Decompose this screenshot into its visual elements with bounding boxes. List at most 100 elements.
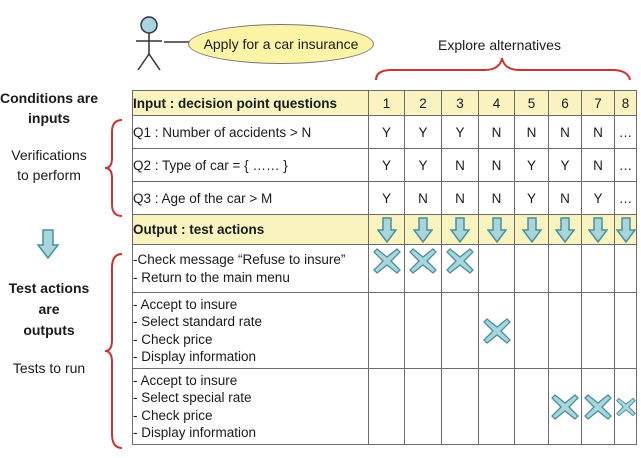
- condition-value: Y: [441, 115, 479, 149]
- action-mark-cell: [614, 368, 637, 445]
- condition-label: Q3 : Age of the car > M: [132, 181, 369, 215]
- x-mark-icon: [372, 248, 401, 274]
- action-mark-cell: [581, 368, 615, 445]
- arrow-cell: [478, 214, 515, 245]
- action-mark-cell: [614, 244, 637, 293]
- condition-value: N: [548, 181, 582, 215]
- condition-value: N: [548, 115, 582, 149]
- action-row: - Accept to insure - Select standard rat…: [132, 292, 637, 369]
- x-mark-icon: [584, 393, 612, 420]
- output-header: Output : test actions: [132, 214, 369, 245]
- condition-value: Y: [368, 148, 405, 182]
- test-actions-outputs-label: Test actions are outputs: [8, 280, 90, 338]
- arrow-cell: [368, 214, 405, 245]
- condition-value: Y: [548, 148, 582, 182]
- usecase-label: Apply for a car insurance: [203, 36, 359, 52]
- action-mark-cell: [441, 368, 479, 445]
- explore-brace: [375, 57, 631, 81]
- column-header: 5: [514, 90, 549, 116]
- arrow-cell: [441, 214, 479, 245]
- action-mark-cell: [404, 244, 442, 293]
- condition-label: Q2 : Type of car = { …… }: [132, 148, 369, 182]
- action-mark-cell: [478, 292, 515, 369]
- arrow-cell: [614, 214, 637, 245]
- down-arrow-icon: [521, 216, 542, 243]
- action-mark-cell: [514, 244, 549, 293]
- action-mark-cell: [548, 368, 582, 445]
- condition-value: Y: [514, 181, 549, 215]
- action-description: -Check message “Refuse to insure” - Retu…: [132, 244, 369, 293]
- condition-row: Q3 : Age of the car > M Y N N N Y N Y …: [132, 181, 637, 215]
- condition-value: Y: [581, 181, 615, 215]
- column-header: 4: [478, 90, 515, 116]
- condition-value: Y: [404, 115, 442, 149]
- condition-value: Y: [368, 181, 405, 215]
- arrow-cell: [548, 214, 582, 245]
- action-mark-cell: [548, 244, 582, 293]
- condition-row: Q2 : Type of car = { …… } Y Y N N Y Y N …: [132, 148, 637, 182]
- action-description: - Accept to insure - Select special rate…: [132, 368, 369, 445]
- condition-value: N: [478, 115, 515, 149]
- action-mark-cell: [514, 292, 549, 369]
- action-mark-cell: [478, 368, 515, 445]
- action-mark-cell: [441, 244, 479, 293]
- x-mark-icon: [446, 248, 474, 274]
- x-mark-icon: [482, 317, 511, 344]
- down-arrow-icon: [588, 216, 608, 243]
- column-header: 8: [614, 90, 637, 116]
- x-mark-icon: [409, 248, 437, 274]
- condition-value: …: [614, 181, 637, 215]
- arrow-cell: [514, 214, 549, 245]
- down-arrow-icon: [450, 216, 470, 243]
- column-header: 2: [404, 90, 442, 116]
- down-arrow-icon: [486, 216, 507, 243]
- arrow-cell: [404, 214, 442, 245]
- condition-value: N: [478, 181, 515, 215]
- x-mark-icon: [615, 397, 636, 416]
- actor-icon: [136, 16, 162, 71]
- x-mark-icon: [551, 393, 579, 420]
- arrow-cell: [581, 214, 615, 245]
- action-row: - Accept to insure - Select special rate…: [132, 368, 637, 445]
- tests-to-run-label: Tests to run: [12, 360, 86, 376]
- column-header: 7: [581, 90, 615, 116]
- action-mark-cell: [404, 368, 442, 445]
- down-arrow-icon: [376, 216, 397, 243]
- action-mark-cell: [478, 244, 515, 293]
- down-arrow-icon: [555, 216, 575, 243]
- condition-value: N: [514, 115, 549, 149]
- condition-value: Y: [514, 148, 549, 182]
- association-line: [164, 41, 190, 43]
- input-header-row: Input : decision point questions 1 2 3 4…: [132, 90, 637, 116]
- action-mark-cell: [614, 292, 637, 369]
- explore-label: Explore alternatives: [438, 37, 561, 53]
- action-mark-cell: [441, 292, 479, 369]
- down-arrow-icon: [413, 216, 433, 243]
- down-arrow-icon: [36, 229, 60, 260]
- action-mark-cell: [368, 368, 405, 445]
- action-mark-cell: [548, 292, 582, 369]
- condition-value: …: [614, 148, 637, 182]
- condition-value: Y: [368, 115, 405, 149]
- condition-value: N: [581, 115, 615, 149]
- column-header: 1: [368, 90, 405, 116]
- action-mark-cell: [368, 244, 405, 293]
- condition-label: Q1 : Number of accidents > N: [132, 115, 369, 149]
- down-arrow-icon: [615, 216, 636, 243]
- actions-brace: [104, 253, 123, 449]
- action-description: - Accept to insure - Select standard rat…: [132, 292, 369, 369]
- condition-value: N: [441, 181, 479, 215]
- action-row: -Check message “Refuse to insure” - Retu…: [132, 244, 637, 293]
- verifications-label: Verifications to perform: [11, 147, 87, 183]
- action-mark-cell: [581, 292, 615, 369]
- condition-value: N: [441, 148, 479, 182]
- condition-value: …: [614, 115, 637, 149]
- conditions-brace: [104, 119, 123, 217]
- action-mark-cell: [514, 368, 549, 445]
- column-header: 6: [548, 90, 582, 116]
- action-mark-cell: [581, 244, 615, 293]
- column-header: 3: [441, 90, 479, 116]
- conditions-inputs-label: Conditions are inputs: [0, 90, 99, 126]
- condition-row: Q1 : Number of accidents > N Y Y Y N N N…: [132, 115, 637, 149]
- condition-value: N: [478, 148, 515, 182]
